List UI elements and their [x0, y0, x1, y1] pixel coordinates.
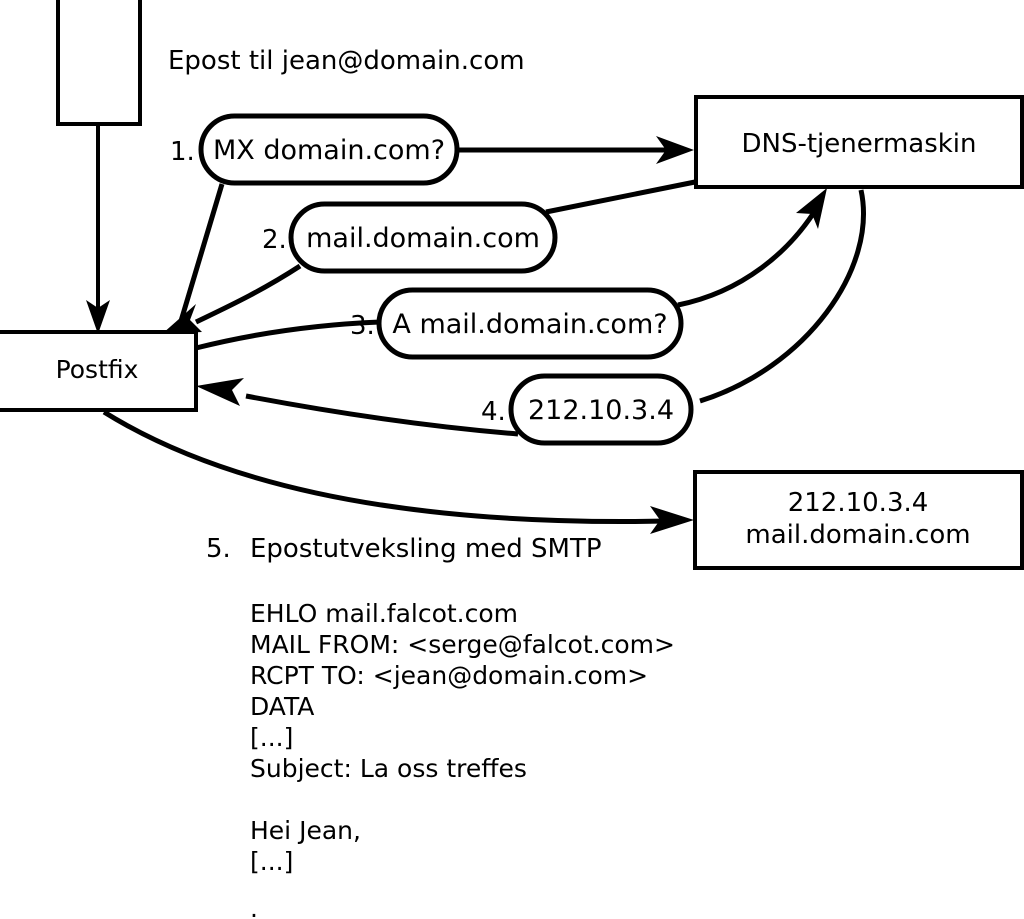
- smtp-line: [...]: [250, 847, 293, 876]
- bubble-step-1-label: MX domain.com?: [213, 135, 445, 166]
- edge-step3-bubble-to-dns: [677, 188, 827, 308]
- smtp-line: EHLO mail.falcot.com: [250, 599, 518, 628]
- bubble-step-1: MX domain.com?: [198, 113, 460, 186]
- bubble-step-4: 212.10.3.4: [508, 373, 694, 446]
- node-dns-server-label: DNS-tjenermaskin: [741, 129, 976, 159]
- node-destination-mailserver-hostname: mail.domain.com: [745, 520, 970, 550]
- smtp-line: [...]: [250, 723, 293, 752]
- edge-step5-postfix-to-mailserver: [102, 409, 694, 534]
- node-dns-server: DNS-tjenermaskin: [694, 95, 1024, 189]
- step-number-3: 3.: [350, 311, 375, 341]
- node-destination-mailserver-ip: 212.10.3.4: [788, 488, 929, 518]
- caption-email-to: Epost til jean@domain.com: [168, 46, 525, 76]
- smtp-line: .: [250, 894, 258, 919]
- bubble-step-2: mail.domain.com: [288, 201, 558, 274]
- smtp-line: Subject: La oss treffes: [250, 754, 527, 783]
- bubble-step-2-label: mail.domain.com: [306, 223, 540, 254]
- edge-step1-postfix-to-bubble: [175, 183, 225, 332]
- bubble-step-3: A mail.domain.com?: [376, 287, 684, 360]
- edge-step2-dns-to-bubble: [545, 179, 696, 215]
- smtp-line: MAIL FROM: <serge@falcot.com>: [250, 630, 675, 659]
- smtp-line: RCPT TO: <jean@domain.com>: [250, 661, 648, 690]
- edge-step3-postfix-to-bubble: [195, 319, 381, 351]
- edge-step2-bubble-to-postfix: [162, 263, 302, 334]
- step-number-1: 1.: [170, 137, 195, 167]
- step-5-label: Epostutveksling med SMTP: [250, 534, 602, 564]
- bubble-step-4-label: 212.10.3.4: [528, 395, 674, 426]
- bubble-step-3-label: A mail.domain.com?: [392, 309, 667, 340]
- smtp-line: Hei Jean,: [250, 816, 361, 845]
- step-number-5: 5.: [206, 534, 231, 564]
- node-mail-user-agent: [56, 0, 142, 126]
- step-number-2: 2.: [262, 225, 287, 255]
- node-destination-mailserver: 212.10.3.4 mail.domain.com: [693, 470, 1024, 570]
- edge-mua-to-postfix: [86, 124, 110, 334]
- edge-step1-bubble-to-dns: [458, 136, 694, 164]
- node-postfix-label: Postfix: [56, 355, 139, 384]
- edge-step4-bubble-to-postfix: [196, 378, 519, 437]
- smtp-line: DATA: [250, 692, 314, 721]
- node-postfix: Postfix: [0, 330, 198, 412]
- edge-step4-dns-to-bubble: [699, 189, 866, 404]
- step-number-4: 4.: [481, 397, 506, 427]
